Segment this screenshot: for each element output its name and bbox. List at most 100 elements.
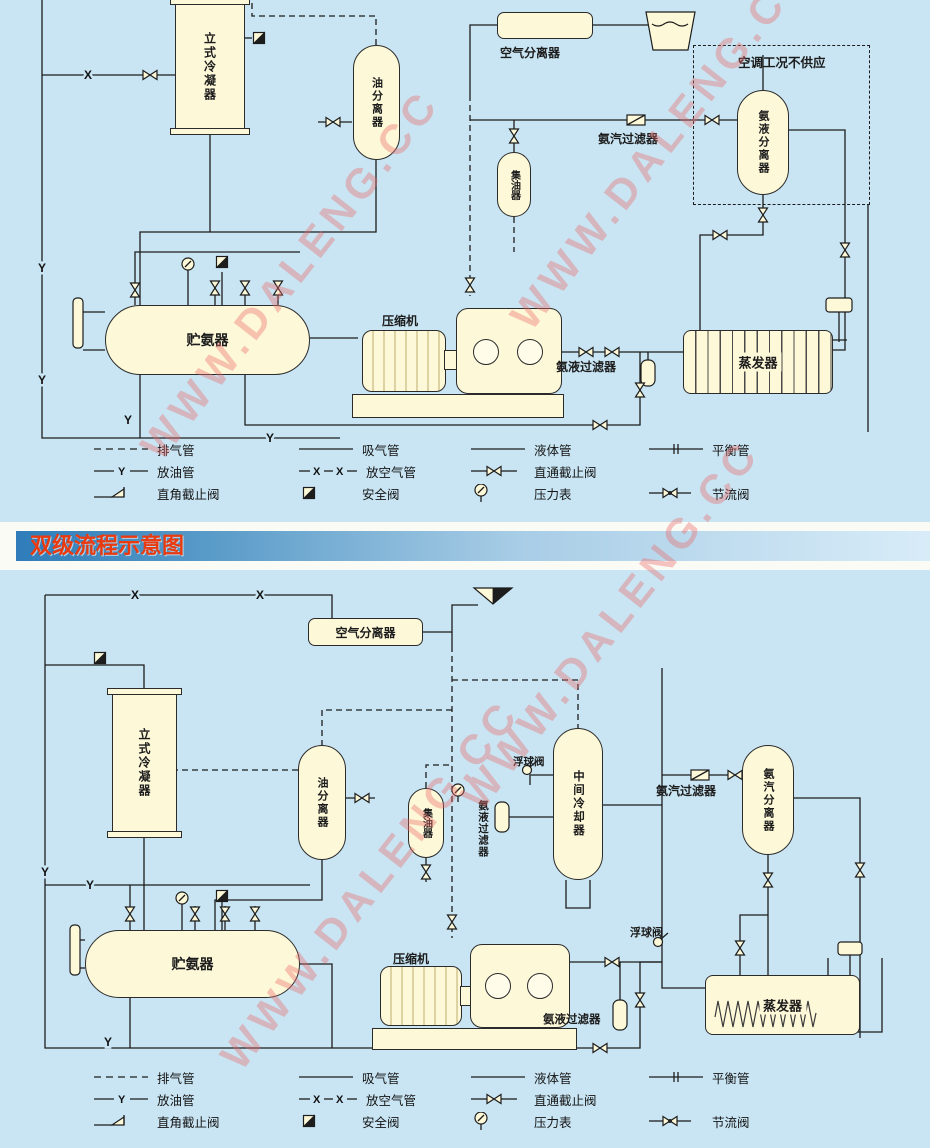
- ammonia-receiver-label: 贮氨器: [171, 956, 214, 972]
- vertical-condenser-vessel: 立式冷凝器: [107, 688, 182, 838]
- condenser-bottom-flange: [107, 831, 182, 838]
- svg-text:X: X: [313, 466, 321, 478]
- oil-collector-label: 集油器: [508, 169, 520, 200]
- oil-collector-vessel: 集油器: [408, 788, 444, 858]
- legend-label: 平衡管: [712, 1071, 750, 1086]
- compressor-porthole: [473, 339, 499, 365]
- section-title-bar: [16, 531, 930, 561]
- float-valve-upper-label: 浮球阀: [513, 756, 545, 768]
- legend-label: 压力表: [534, 487, 572, 502]
- ac-region-note: 空调工况不供应: [738, 56, 826, 70]
- single-stage-diagram: 空调工况不供应: [0, 0, 930, 522]
- legend-label: 节流阀: [712, 487, 750, 502]
- legend-item: 直通截止阀: [469, 1090, 647, 1108]
- svg-text:Y: Y: [266, 431, 274, 445]
- ammonia-liquid-filter-label: 氨液过滤器: [556, 360, 617, 374]
- ammonia-receiver-vessel: 贮氨器: [105, 305, 310, 375]
- legend-label: 放空气管: [366, 1093, 417, 1108]
- evaporator-label: 蒸发器: [734, 352, 782, 372]
- oil-separator-vessel: 油分离器: [298, 745, 346, 860]
- legend-label: 排气管: [157, 443, 195, 458]
- legend-label: 放油管: [157, 465, 195, 480]
- solid-line-symbol: [299, 448, 353, 450]
- vertical-condenser-label: 立式冷凝器: [137, 728, 151, 798]
- throttle-valve-symbol: [649, 487, 691, 499]
- compressor-label: 压缩机: [393, 952, 430, 966]
- intermediate-cooler-label: 中间冷却器: [572, 770, 584, 838]
- solid-line-symbol: [471, 448, 525, 450]
- oil-drain-line-symbol: Y: [94, 1094, 148, 1106]
- double-stage-diagram: X X Y Y Y 空气分离器 立式冷凝器 油分离器 集油器 氨液过滤器 浮球阀…: [0, 430, 930, 1148]
- svg-text:Y: Y: [118, 466, 126, 478]
- float-valve-lower-label: 浮球阀: [630, 927, 663, 939]
- legend-empty: [647, 462, 819, 480]
- ammonia-vapor-filter-label: 氨汽过滤器: [598, 132, 659, 146]
- compressor-body: [456, 308, 562, 394]
- svg-text:X: X: [313, 1094, 321, 1106]
- legend-label: 安全阀: [362, 1115, 400, 1130]
- condenser-bottom-flange: [170, 128, 250, 135]
- legend-label: 放空气管: [366, 465, 417, 480]
- legend-item: 平衡管: [647, 1068, 819, 1086]
- compressor-base: [372, 1028, 577, 1050]
- legend-item: 压力表: [469, 484, 647, 502]
- oil-separator-label: 油分离器: [370, 76, 383, 129]
- legend-label: 直通截止阀: [534, 1093, 597, 1108]
- legend-label: 液体管: [534, 443, 572, 458]
- legend-empty: [647, 1090, 819, 1108]
- ammonia-vapor-separator-vessel: 氨汽分离器: [742, 745, 794, 855]
- safety-valve-symbol: [302, 486, 316, 500]
- compressor-porthole: [527, 973, 553, 999]
- legend-item: 直角截止阀: [92, 484, 297, 502]
- compressor-motor: [380, 966, 462, 1026]
- oil-collector-label: 集油器: [420, 808, 432, 838]
- compressor-motor: [362, 330, 446, 392]
- ac-condition-region: 空调工况不供应: [693, 45, 870, 205]
- legend-label: 吸气管: [362, 443, 400, 458]
- evaporator-label: 蒸发器: [758, 995, 807, 1015]
- oil-drain-line-symbol: Y: [94, 466, 148, 478]
- ammonia-liquid-separator-label: 氨液分离器: [757, 110, 769, 175]
- ammonia-receiver-label: 贮氨器: [186, 332, 229, 348]
- stop-valve-symbol: [471, 465, 517, 477]
- pressure-gauge-symbol: [474, 484, 488, 502]
- svg-text:X: X: [336, 1094, 344, 1106]
- legend-item: 吸气管: [297, 440, 469, 458]
- condenser-top-flange: [107, 688, 182, 695]
- legend-label: 平衡管: [712, 443, 750, 458]
- svg-text:X: X: [84, 68, 92, 82]
- legend-item: Y 放油管: [92, 462, 297, 480]
- legend-item: 液体管: [469, 440, 647, 458]
- oil-collector-vessel: 集油器: [497, 152, 531, 217]
- compressor-base: [352, 394, 564, 418]
- legend-item: 液体管: [469, 1068, 647, 1086]
- ammonia-liquid-separator-vessel: 氨液分离器: [737, 90, 789, 195]
- svg-text:Y: Y: [41, 865, 49, 879]
- legend-item: 直角截止阀: [92, 1112, 297, 1130]
- ammonia-vapor-separator-label: 氨汽分离器: [762, 767, 774, 833]
- solid-line-symbol: [471, 1076, 525, 1078]
- angle-valve-symbol: [94, 1115, 125, 1126]
- legend-item: 吸气管: [297, 1068, 469, 1086]
- legend-item: 节流阀: [647, 484, 819, 502]
- intermediate-cooler-vessel: 中间冷却器: [553, 728, 603, 880]
- oil-separator-vessel: 油分离器: [353, 45, 400, 160]
- legend-label: 直通截止阀: [534, 465, 597, 480]
- ammonia-vapor-filter-label: 氨汽过滤器: [656, 784, 717, 798]
- compressor-porthole: [485, 973, 511, 999]
- svg-text:Y: Y: [86, 878, 94, 892]
- svg-text:X: X: [256, 588, 264, 602]
- vertical-condenser-vessel: 立式冷凝器: [170, 0, 250, 135]
- legend-label: 排气管: [157, 1071, 195, 1086]
- safety-valve-symbol: [302, 1114, 316, 1128]
- legend-item: 安全阀: [297, 484, 469, 502]
- stop-valve-symbol: [471, 1093, 517, 1105]
- evaporator-vessel: 蒸发器: [683, 330, 833, 394]
- pipes-layer-double: X X Y Y Y: [38, 586, 883, 1054]
- section-title: 双级流程示意图: [30, 533, 185, 558]
- legend-label: 安全阀: [362, 487, 400, 502]
- legend-item: 排气管: [92, 440, 297, 458]
